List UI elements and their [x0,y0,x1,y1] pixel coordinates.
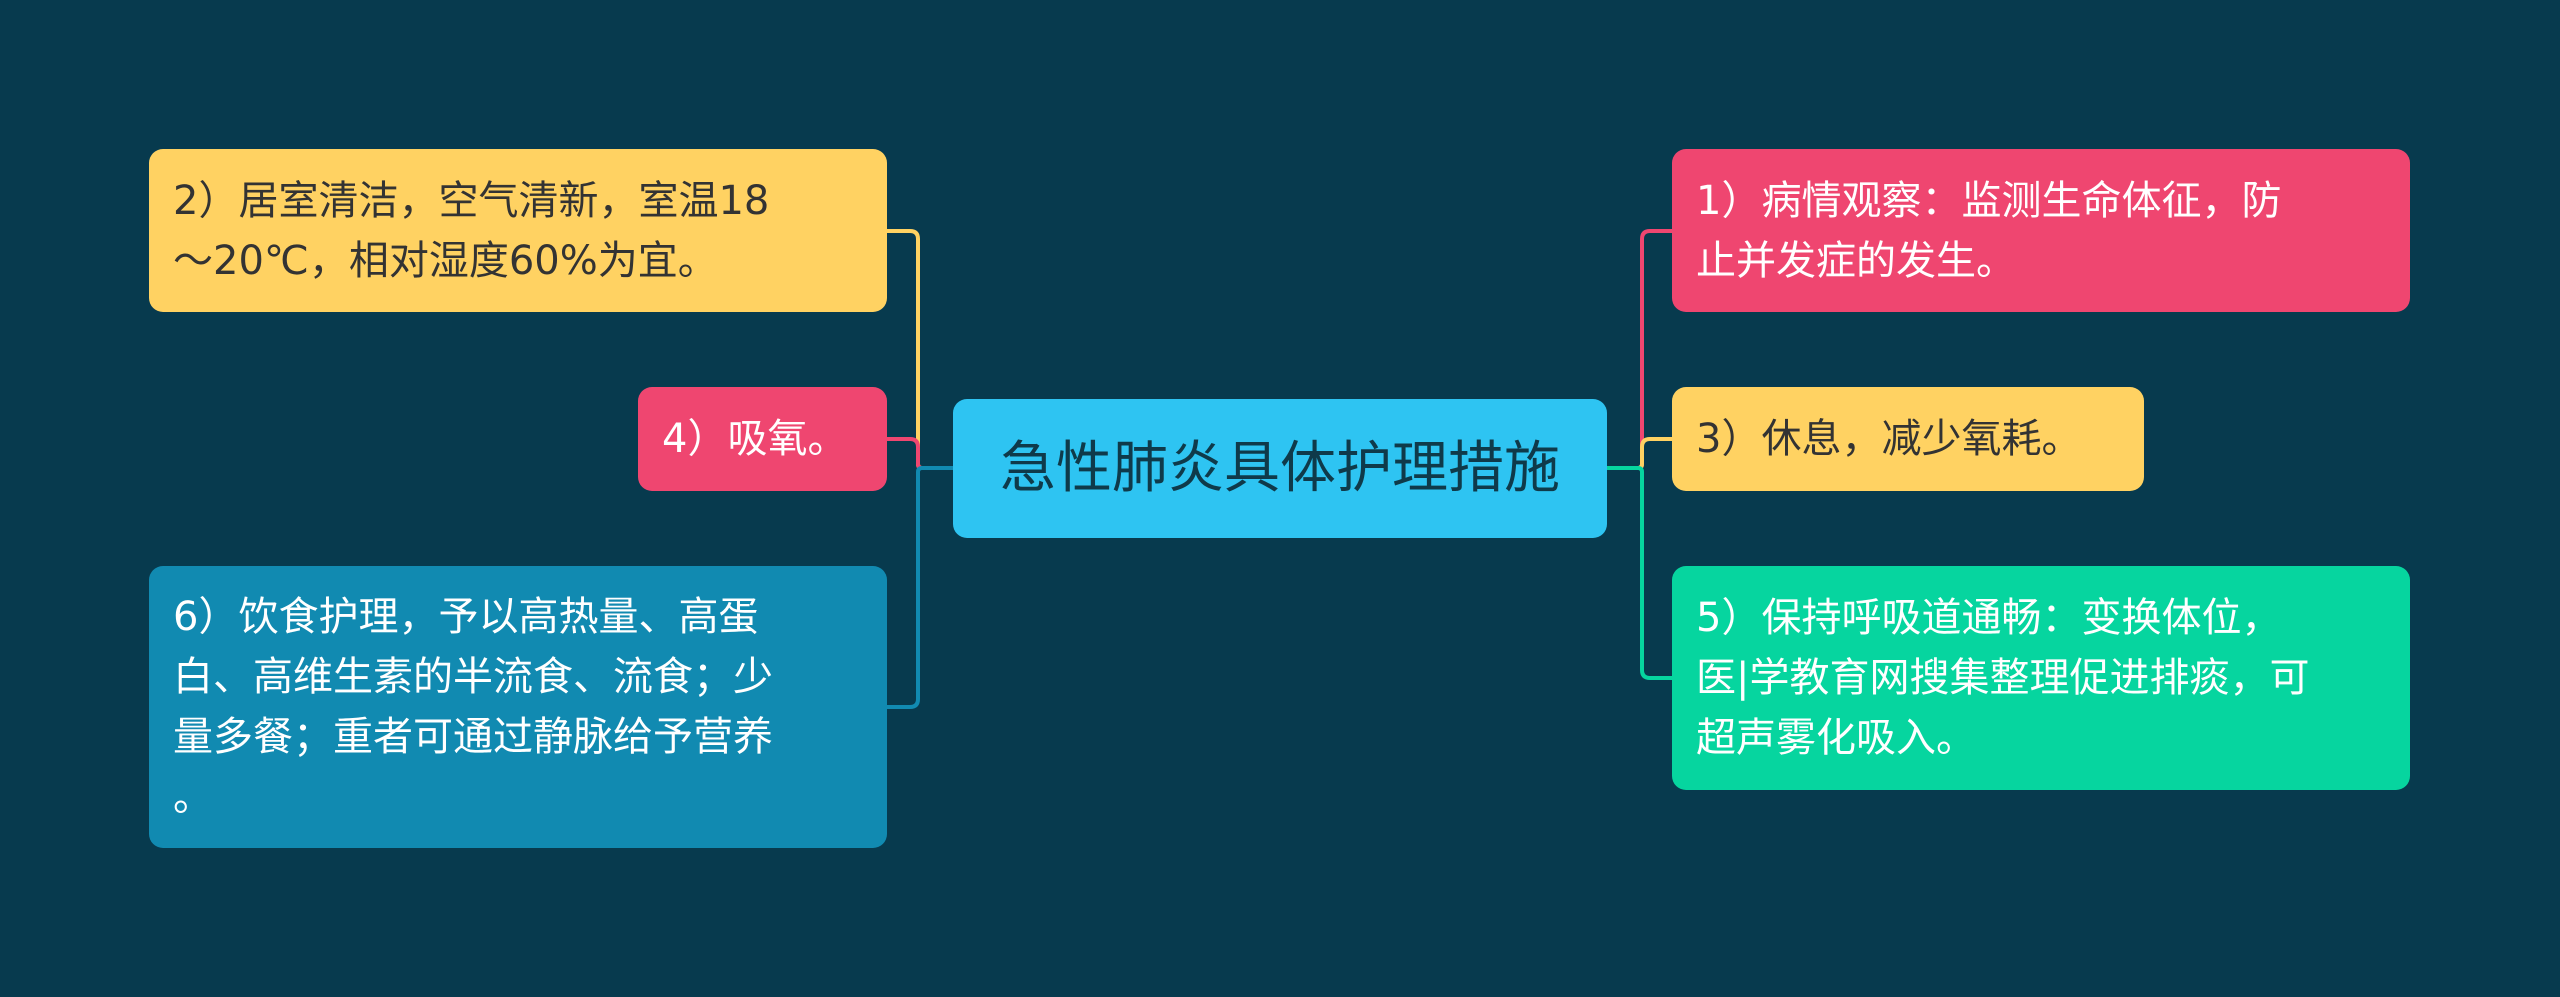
central-topic-label: 急性肺炎具体护理措施 [1000,435,1560,501]
topic-node-5[interactable]: 5）保持呼吸道通畅：变换体位， 医|学教育网搜集整理促进排痰，可 超声雾化吸入。 [1672,566,2410,790]
connector-n3 [1607,437,1672,470]
topic-node-2-label: 2）居室清洁，空气清新，室温18 ～20℃，相对湿度60%为宜。 [173,177,770,284]
connector-n6 [887,466,953,709]
topic-node-3[interactable]: 3）休息，减少氧耗。 [1672,387,2144,491]
connector-n2 [887,229,953,470]
topic-node-6[interactable]: 6）饮食护理，予以高热量、高蛋 白、高维生素的半流食、流食；少 量多餐；重者可通… [149,566,887,848]
topic-node-6-label: 6）饮食护理，予以高热量、高蛋 白、高维生素的半流食、流食；少 量多餐；重者可通… [173,594,773,820]
connector-n5 [1607,466,1672,680]
topic-node-4[interactable]: 4）吸氧。 [638,387,887,491]
central-topic[interactable]: 急性肺炎具体护理措施 [953,399,1607,538]
topic-node-5-label: 5）保持呼吸道通畅：变换体位， 医|学教育网搜集整理促进排痰，可 超声雾化吸入。 [1696,595,2310,761]
topic-node-4-label: 4）吸氧。 [662,416,848,462]
topic-node-1[interactable]: 1）病情观察：监测生命体征，防 止并发症的发生。 [1672,149,2410,312]
connector-n1 [1607,229,1672,470]
topic-node-2[interactable]: 2）居室清洁，空气清新，室温18 ～20℃，相对湿度60%为宜。 [149,149,887,312]
topic-node-1-label: 1）病情观察：监测生命体征，防 止并发症的发生。 [1696,177,2282,284]
topic-node-3-label: 3）休息，减少氧耗。 [1696,416,2082,462]
